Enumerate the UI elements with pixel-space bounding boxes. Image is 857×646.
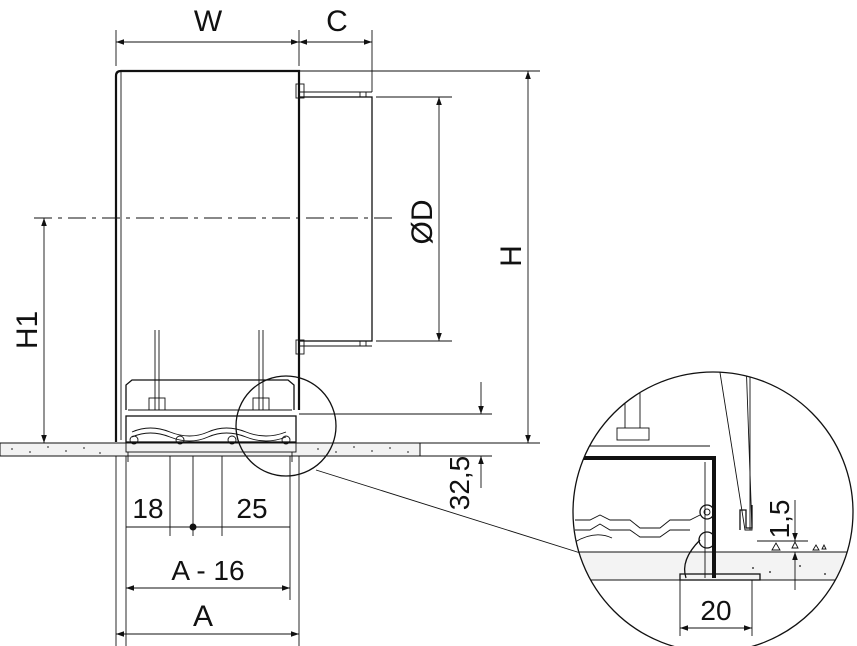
dim-h: H: [299, 70, 540, 444]
dim-18-label: 18: [132, 493, 163, 524]
detail-view: [572, 371, 854, 646]
dim-18-25: 18 25: [125, 456, 291, 646]
duct-connector: [295, 83, 373, 355]
dim-w-label: W: [194, 5, 223, 38]
dim-a: A: [115, 456, 300, 646]
dim-h1-label: H1: [11, 311, 44, 349]
dim-h1: H1: [11, 218, 47, 443]
dim-25-label: 25: [236, 493, 267, 524]
dim-a-minus-16-label: A - 16: [171, 555, 244, 586]
dim-detail-20: 20: [679, 580, 753, 636]
base-grille: [125, 330, 297, 462]
dim-a-minus-16: A - 16: [126, 555, 290, 591]
dim-detail-20-label: 20: [700, 595, 731, 626]
dim-od-label: ØD: [406, 200, 439, 245]
dim-a-label: A: [193, 600, 213, 633]
dim-w: W: [115, 5, 300, 66]
dim-detail-1-5: 1,5: [757, 500, 808, 590]
dim-h-label: H: [495, 245, 528, 267]
dim-c-label: C: [326, 5, 348, 38]
detail-marker-circle: [235, 375, 337, 477]
dim-32-5-label: 32,5: [444, 456, 475, 511]
floor-slab: [0, 442, 421, 457]
dim-detail-1-5-label: 1,5: [764, 500, 795, 539]
dim-32-5: 32,5: [299, 382, 492, 510]
dim-c: C: [299, 5, 373, 92]
detail-leader-line: [315, 469, 591, 557]
dim-od: ØD: [376, 96, 452, 342]
unit-housing: [114, 69, 301, 442]
